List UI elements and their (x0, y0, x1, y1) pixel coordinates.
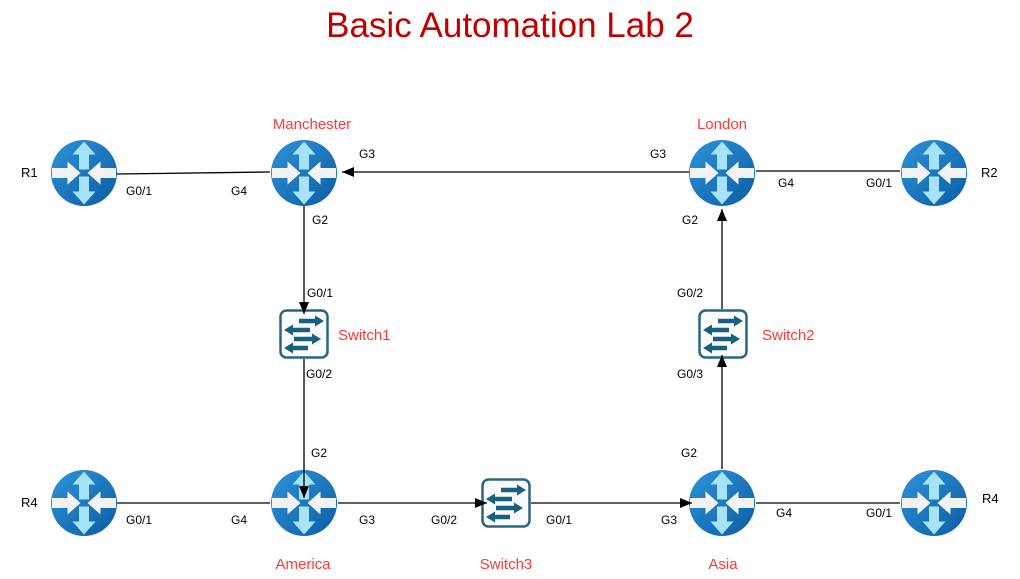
node-label-r2: R2 (981, 165, 998, 180)
node-switch3[interactable] (481, 478, 531, 533)
router-icon (271, 470, 337, 536)
iface-label-manchester-g4: G4 (231, 184, 248, 198)
iface-label-switch2-g02: G0/2 (677, 286, 704, 300)
iface-label-london-g3: G3 (650, 147, 667, 161)
router-icon (51, 140, 117, 206)
iface-label-london-g4: G4 (778, 176, 795, 190)
iface-label-switch1-g01: G0/1 (307, 286, 334, 300)
router-icon (271, 140, 337, 206)
node-router-london[interactable] (688, 139, 756, 212)
router-icon (901, 140, 967, 206)
node-label-r4-right: R4 (982, 491, 999, 506)
node-router-r1[interactable] (50, 139, 118, 212)
iface-label-switch3-g01: G0/1 (546, 513, 573, 527)
node-label-r1: R1 (21, 165, 38, 180)
iface-label-manchester-g2: G2 (312, 213, 329, 227)
node-router-r2[interactable] (900, 139, 968, 212)
iface-label-r2-g01: G0/1 (866, 176, 893, 190)
node-router-r4-left[interactable] (50, 469, 118, 542)
node-label-asia: Asia (708, 556, 738, 573)
iface-label-r4r-g01: G0/1 (866, 506, 893, 520)
node-label-manchester: Manchester (272, 116, 352, 133)
switch-icon (279, 309, 329, 359)
node-switch1[interactable] (279, 309, 329, 364)
node-label-london: London (696, 116, 748, 133)
link-r1-manchester (116, 171, 271, 175)
node-label-switch3: Switch3 (479, 556, 533, 573)
router-icon (689, 470, 755, 536)
router-icon (689, 140, 755, 206)
switch-icon (481, 478, 531, 528)
node-router-r4-right[interactable] (900, 469, 968, 542)
iface-label-america-g2: G2 (311, 446, 328, 460)
iface-label-switch3-g02: G0/2 (431, 513, 458, 527)
router-icon (901, 470, 967, 536)
node-label-r4-left: R4 (21, 495, 38, 510)
switch-icon (698, 309, 748, 359)
node-router-manchester[interactable] (270, 139, 338, 212)
node-router-asia[interactable] (688, 469, 756, 542)
node-label-switch2: Switch2 (762, 327, 815, 344)
iface-label-switch2-g03: G0/3 (677, 367, 704, 381)
node-switch2[interactable] (698, 309, 748, 364)
iface-label-asia-g4: G4 (776, 506, 793, 520)
diagram-title: Basic Automation Lab 2 (326, 6, 694, 45)
node-router-america[interactable] (270, 469, 338, 542)
iface-label-london-g2: G2 (682, 213, 699, 227)
node-label-america: America (275, 556, 331, 573)
iface-label-switch1-g02: G0/2 (306, 367, 333, 381)
node-label-switch1: Switch1 (338, 327, 391, 344)
iface-label-asia-g3: G3 (661, 513, 678, 527)
router-icon (51, 470, 117, 536)
iface-label-america-g4: G4 (231, 513, 248, 527)
iface-label-r4l-g01: G0/1 (126, 513, 153, 527)
iface-label-asia-g2: G2 (681, 446, 698, 460)
iface-label-manchester-g3: G3 (359, 147, 376, 161)
iface-label-r1-g01: G0/1 (126, 184, 153, 198)
iface-label-america-g3: G3 (359, 513, 376, 527)
